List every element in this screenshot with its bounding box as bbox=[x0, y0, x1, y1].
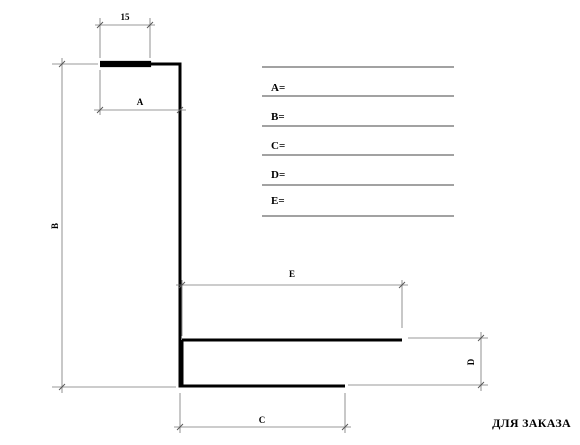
order-caption: ДЛЯ ЗАКАЗА bbox=[492, 416, 571, 430]
form-field-e[interactable]: E= bbox=[262, 195, 454, 217]
dimension-e: E bbox=[176, 269, 408, 336]
dimension-c: C bbox=[174, 393, 351, 433]
form-field-c[interactable]: C= bbox=[262, 140, 454, 156]
field-c-label: C= bbox=[271, 140, 285, 152]
form-field-d[interactable]: D= bbox=[262, 169, 454, 186]
field-e-label: E= bbox=[271, 195, 285, 207]
dimension-b: B bbox=[50, 58, 176, 393]
dimension-15-label: 15 bbox=[121, 12, 131, 22]
dimension-d-label: D bbox=[466, 358, 476, 365]
dimension-c-label: C bbox=[259, 415, 266, 425]
field-a-label: A= bbox=[271, 82, 285, 94]
dimension-a-label: A bbox=[137, 97, 144, 107]
field-b-label: B= bbox=[271, 111, 285, 123]
top-fold bbox=[100, 60, 152, 68]
form-field-a[interactable]: A= bbox=[262, 82, 454, 97]
dimension-e-label: E bbox=[289, 269, 295, 279]
form-field-b[interactable]: B= bbox=[262, 111, 454, 127]
dimension-15: 15 bbox=[95, 12, 155, 58]
order-form: A= B= C= D= E= bbox=[262, 66, 454, 217]
dimension-b-label: B bbox=[50, 223, 60, 229]
metal-profile bbox=[100, 60, 402, 388]
dimension-a: A bbox=[94, 70, 186, 115]
field-d-label: D= bbox=[271, 169, 285, 181]
profile-outline bbox=[100, 62, 402, 388]
dimension-d: D bbox=[348, 332, 488, 391]
